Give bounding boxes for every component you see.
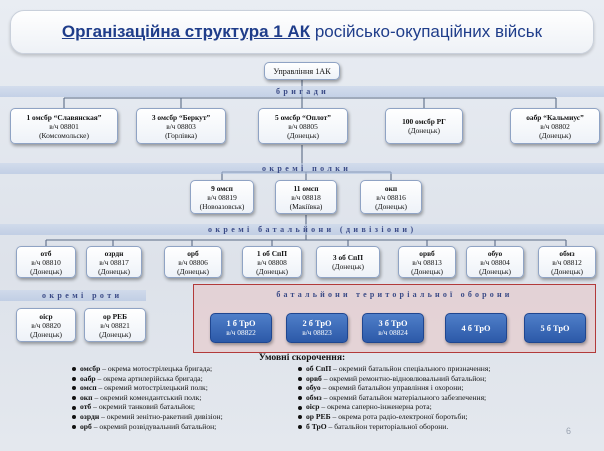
legend-item: оіср – окрема саперно-інженерна рота; [298, 402, 490, 412]
legend-item: орвб – окремий ремонтно-відновлювальний … [298, 374, 490, 384]
section-label-territorial: батальйони територіальної оборони [276, 290, 513, 299]
legend-item: б ТрО – батальйон територіальної оборони… [298, 422, 490, 432]
legend-item: окп – окремий комендантський полк; [72, 393, 223, 403]
legend-item: орб – окремий розвідувальний батальйон; [72, 422, 223, 432]
legend-item: омсп – окремий мотострілецький полк; [72, 383, 223, 393]
node-brigade: оабр “Кальмиус”в/ч 08802(Донецьк) [510, 108, 600, 144]
section-label-battalions: окремі батальйони (дивізіони) [208, 225, 417, 234]
band-companies [0, 290, 146, 301]
section-label-brigades: бригади [276, 87, 330, 96]
band-regiments [0, 163, 604, 174]
legend-item: обуо – окремий батальйон управління і ох… [298, 383, 490, 393]
legend-item: об СпП – окремий батальйон спеціального … [298, 364, 490, 374]
page-number: 6 [566, 426, 572, 436]
band-battalions [0, 224, 604, 235]
legend-title: Умовні скорочення: [258, 352, 346, 363]
node-brigade: 3 омсбр “Беркут”в/ч 08803(Горлівка) [136, 108, 226, 144]
section-label-regiments: окремі полки [262, 164, 352, 173]
node-territorial-battalion: 5 б ТрО [524, 313, 586, 343]
legend-item: омсбр – окрема мотострілецька бригада; [72, 364, 223, 374]
legend-item: обмз – окремий батальйон матеріального з… [298, 393, 490, 403]
legend-right: об СпП – окремий батальйон спеціального … [298, 364, 490, 431]
node-brigade: 100 омсбр РГ(Донецьк) [385, 108, 463, 144]
node-brigade: 5 омсбр “Оплот”в/ч 08805(Донецьк) [258, 108, 348, 144]
band-brigades [0, 86, 604, 97]
node-root: Управління 1АК [264, 62, 340, 80]
legend-left: омсбр – окрема мотострілецька бригада; о… [72, 364, 223, 431]
title-banner: Організаційна структура 1 АК російсько-о… [10, 10, 594, 54]
section-label-companies: окремі роти [42, 291, 123, 300]
node-brigade: 1 омсбр “Славянская”в/ч 08801(Комсомольс… [10, 108, 118, 144]
node-territorial-battalion: 4 б ТрО [445, 313, 507, 343]
slide-title: Організаційна структура 1 АК російсько-о… [61, 22, 543, 41]
legend-item: ор РЕБ – окрема рота радіо-електроної бо… [298, 412, 490, 422]
legend-item: отб – окремий танковий батальйон; [72, 402, 223, 412]
legend-item: озрдн – окремий зенітно-ракетний дивізіо… [72, 412, 223, 422]
legend-item: оабр – окрема артилерійська бригада; [72, 374, 223, 384]
node-battalion: 3 об СпП(Донецьк) [316, 246, 380, 278]
